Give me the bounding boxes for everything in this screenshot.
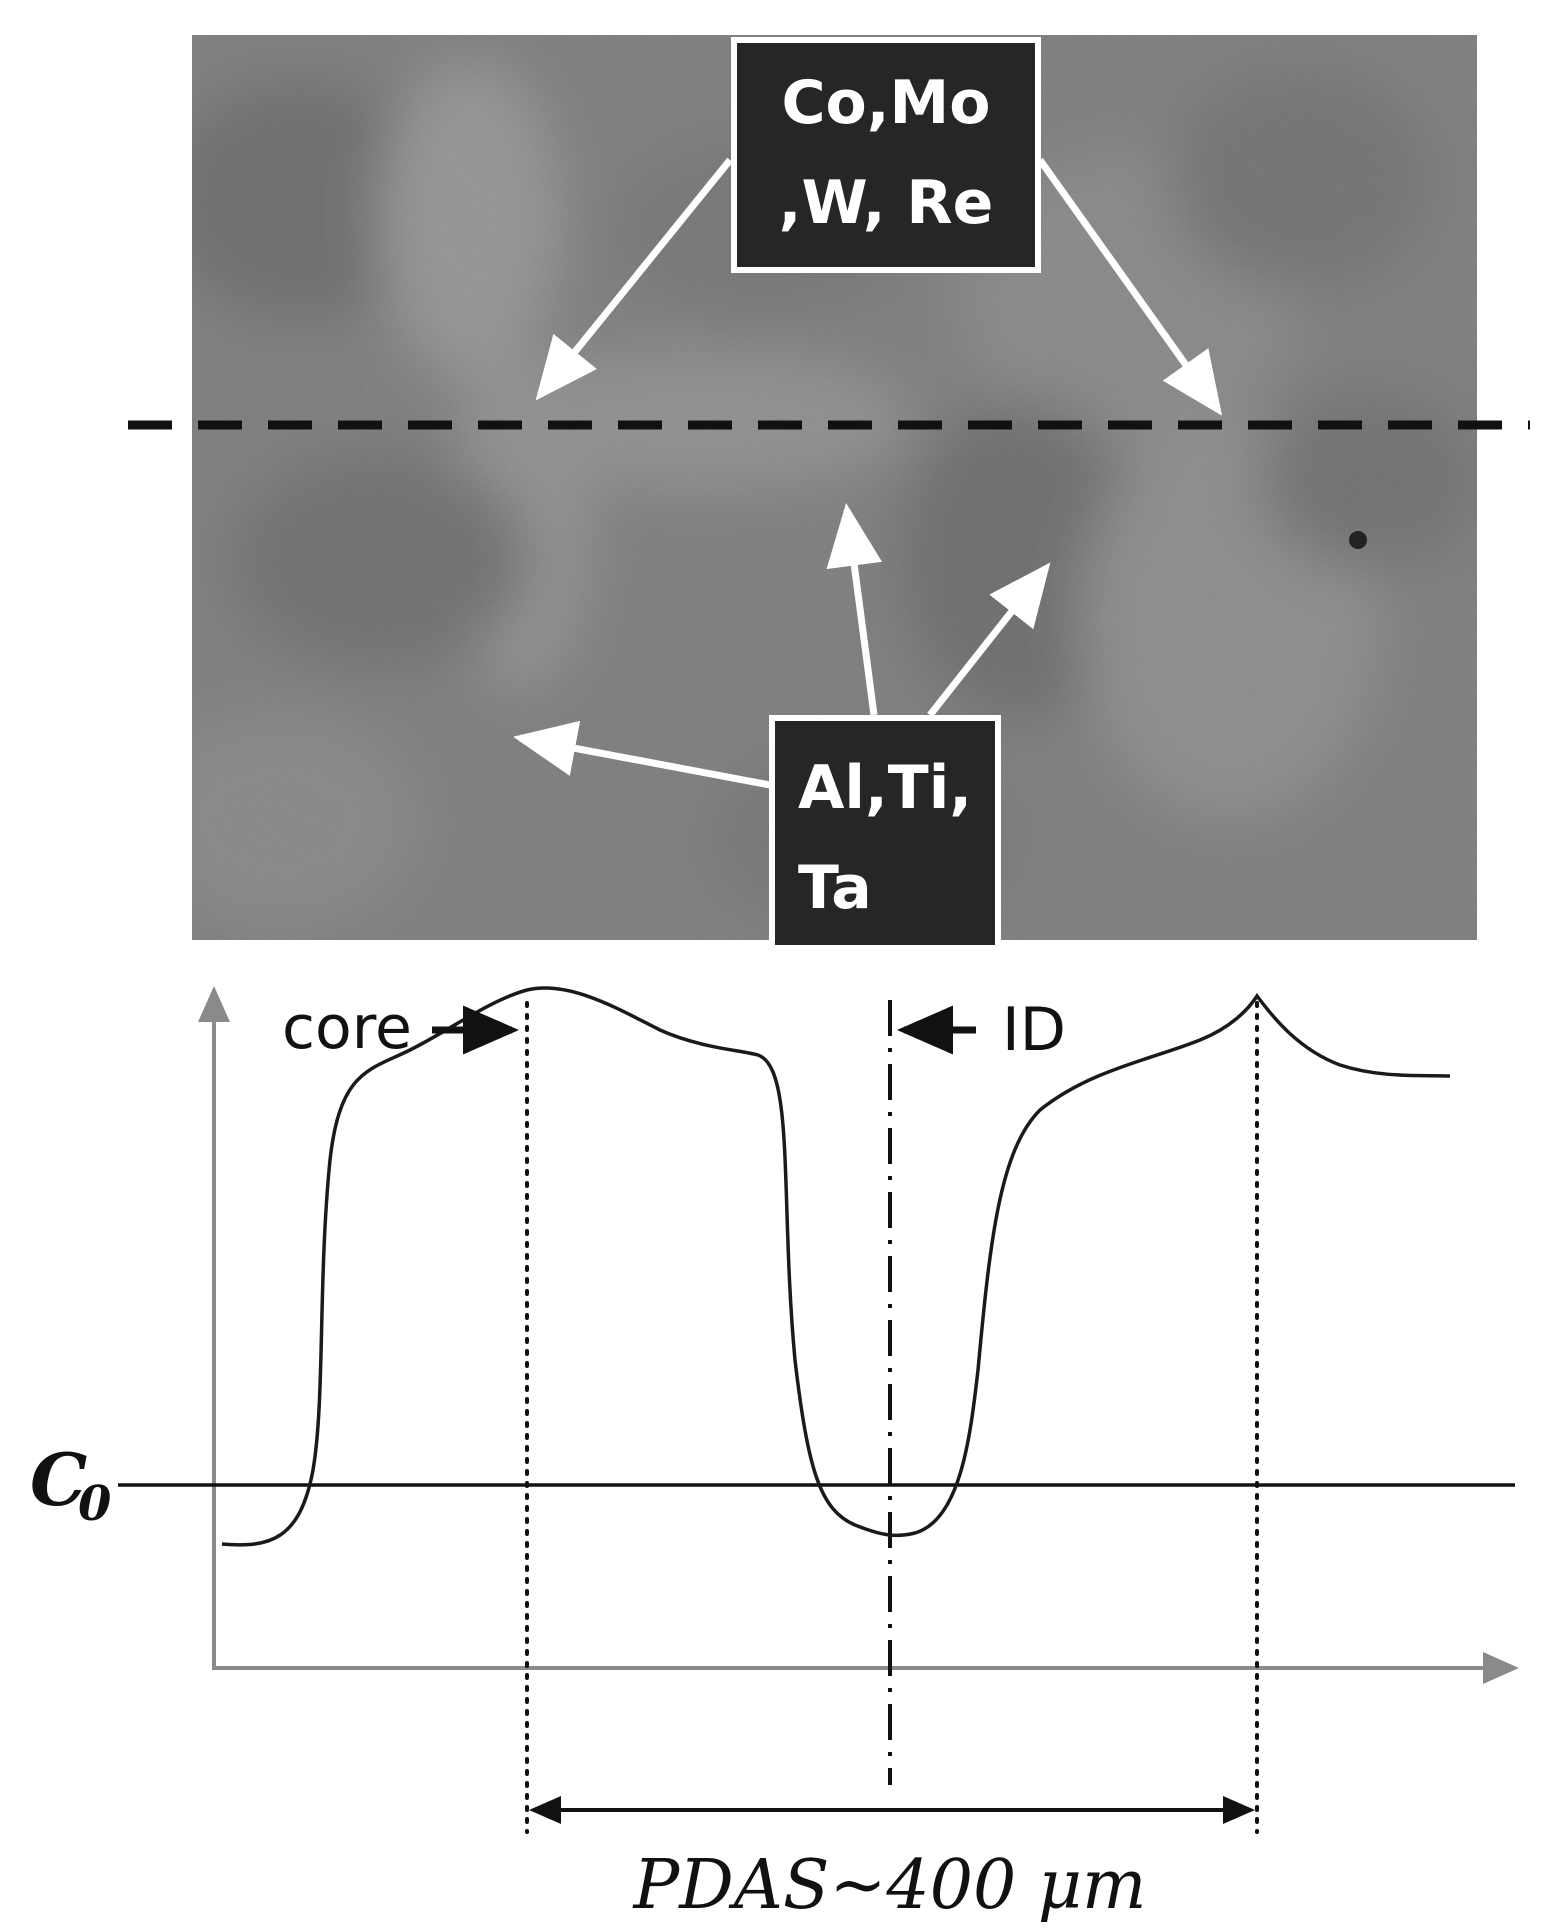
label-al-ti-ta: Al,Ti, Ta	[769, 715, 1001, 951]
arrow-bottom-left	[513, 720, 771, 789]
c0-label: C 0	[30, 1437, 111, 1532]
label-bottom-line-1: Al,Ti,	[798, 753, 972, 823]
label-co-mo-w-re: Co,Mo ,W, Re	[731, 37, 1041, 273]
c0-symbol: C	[30, 1437, 87, 1522]
pdas-label: PDAS~400 μm	[631, 1846, 1146, 1925]
pore-dot	[1349, 531, 1367, 549]
id-label: ID	[1002, 995, 1066, 1065]
concentration-profile: core ID C 0 PDAS~400 μm	[30, 986, 1519, 1925]
arrow-bottom-up	[826, 503, 883, 716]
label-top-line-2: ,W, Re	[779, 168, 994, 238]
concentration-curve	[221, 986, 1451, 1547]
micrograph: Co,Mo ,W, Re Al,Ti, Ta	[128, 35, 1530, 951]
core-label: core	[282, 993, 412, 1063]
arrow-bottom-right	[927, 562, 1051, 718]
label-top-line-1: Co,Mo	[782, 68, 991, 138]
label-bottom-line-2: Ta	[798, 853, 872, 923]
c0-subscript: 0	[78, 1476, 111, 1532]
arrow-top-left	[535, 157, 733, 401]
arrow-top-right	[1037, 157, 1223, 416]
